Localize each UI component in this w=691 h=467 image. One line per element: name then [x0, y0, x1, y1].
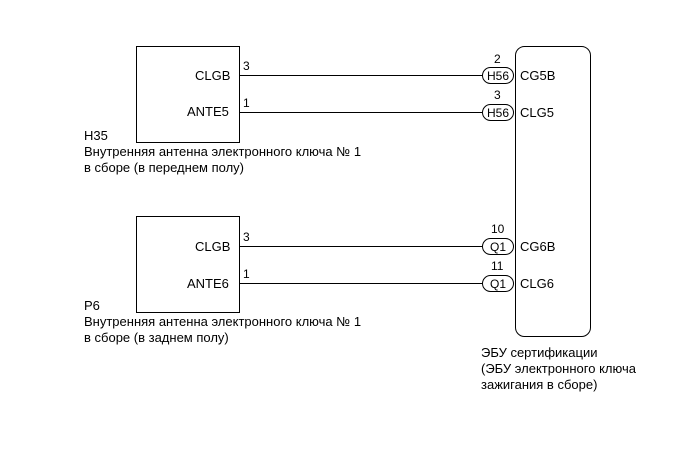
connector-h56-pin3: H56 [482, 104, 514, 121]
ecu-pin-11: 11 [491, 259, 504, 273]
ecu-caption-2: (ЭБУ электронного ключа [481, 361, 636, 376]
ecu-caption-3: зажигания в сборе) [481, 377, 598, 392]
ecu-pin-10: 10 [491, 222, 505, 236]
rear-pin-3: 3 [243, 230, 250, 244]
ecu-pin-2: 2 [494, 52, 501, 66]
connector-q1-pin11: Q1 [482, 275, 514, 292]
ecu-caption-1: ЭБУ сертификации [481, 345, 598, 360]
ecu-terminal-clg5: CLG5 [520, 105, 554, 120]
rear-antenna-code: P6 [84, 298, 100, 313]
rear-terminal-ante6: ANTE6 [187, 276, 229, 291]
rear-terminal-clgb: CLGB [195, 239, 231, 254]
rear-antenna-caption-2: в сборе (в заднем полу) [84, 330, 229, 345]
front-pin-3: 3 [243, 59, 250, 73]
rear-antenna-caption-1: Внутренняя антенна электронного ключа № … [84, 314, 362, 329]
front-antenna-box [136, 46, 240, 143]
ecu-terminal-cg5b: CG5B [520, 68, 556, 83]
connector-q1-pin10: Q1 [482, 238, 514, 255]
rear-pin-1: 1 [243, 267, 250, 281]
ecu-terminal-cg6b: CG6B [520, 239, 556, 254]
connector-h56-pin2: H56 [482, 67, 514, 84]
front-pin-1: 1 [243, 96, 250, 110]
front-antenna-code: H35 [84, 128, 108, 143]
front-antenna-caption-1: Внутренняя антенна электронного ключа № … [84, 144, 362, 159]
front-terminal-clgb: CLGB [195, 68, 231, 83]
front-terminal-ante5: ANTE5 [187, 104, 229, 119]
rear-antenna-box [136, 216, 240, 313]
ecu-terminal-clg6: CLG6 [520, 276, 554, 291]
ecu-pin-3: 3 [494, 88, 501, 102]
ecu-box [515, 46, 591, 337]
front-antenna-caption-2: в сборе (в переднем полу) [84, 160, 244, 175]
